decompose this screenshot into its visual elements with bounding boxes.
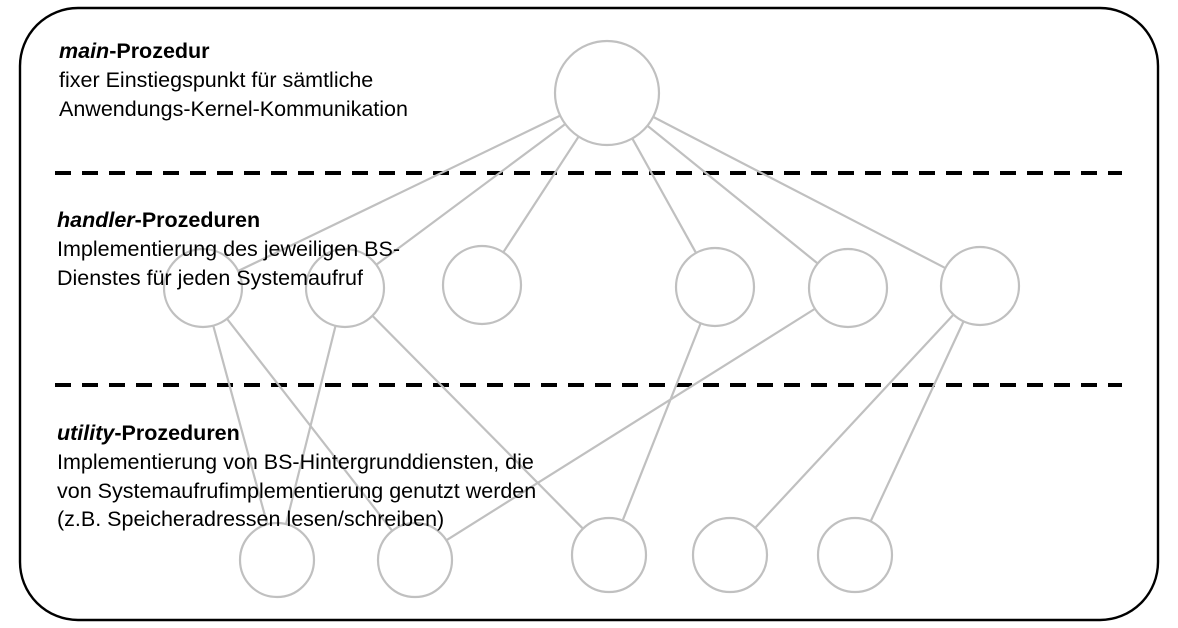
- section-title-rest-handler: -Prozeduren: [134, 208, 261, 232]
- edge-layer: [212, 114, 965, 542]
- node-utility-3[interactable]: [570, 516, 648, 594]
- node-utility-2[interactable]: [376, 521, 454, 599]
- section-body-utility: Implementierung von BS-Hintergrunddienst…: [57, 448, 536, 534]
- section-body-line: Dienstes für jeden Systemaufruf: [57, 265, 363, 290]
- node-layer: [162, 39, 1021, 599]
- node-main-1[interactable]: [553, 39, 661, 147]
- edge-handler-5-to-utility-2: [445, 307, 816, 542]
- section-title-main: main-Prozedur: [59, 38, 408, 66]
- edge-main-1-to-handler-1: [237, 114, 561, 273]
- edge-handler-6-to-utility-5: [869, 320, 965, 522]
- edge-handler-4-to-utility-3: [621, 322, 702, 521]
- section-title-rest-main: -Prozedur: [109, 39, 210, 63]
- section-body-line: (z.B. Speicheradressen lesen/schreiben): [57, 507, 445, 532]
- node-handler-3[interactable]: [441, 244, 523, 326]
- edge-handler-2-to-utility-1: [284, 325, 337, 525]
- section-label-utility: utility-Prozeduren Implementierung von B…: [57, 420, 536, 534]
- section-title-rest-utility: -Prozeduren: [114, 421, 240, 445]
- edge-main-1-to-handler-2: [375, 123, 566, 266]
- section-body-handler: Implementierung des jeweiligen BS- Diens…: [57, 235, 400, 292]
- section-label-main: main-Prozedur fixer Einstiegspunkt für s…: [59, 38, 408, 123]
- edge-handler-1-to-utility-2: [226, 318, 394, 532]
- section-body-line: Implementierung von BS-Hintergrunddienst…: [57, 449, 534, 474]
- node-utility-5[interactable]: [816, 516, 894, 594]
- node-handler-5[interactable]: [807, 247, 889, 329]
- section-body-line: fixer Einstiegspunkt für sämtliche: [59, 67, 374, 92]
- edge-handler-2-to-utility-3: [371, 314, 584, 530]
- edge-main-1-to-handler-6: [652, 115, 946, 270]
- section-title-utility: utility-Prozeduren: [57, 420, 536, 448]
- section-body-main: fixer Einstiegspunkt für sämtliche Anwen…: [59, 66, 408, 123]
- edge-handler-6-to-utility-4: [754, 313, 955, 529]
- edge-main-1-to-handler-4: [631, 137, 697, 254]
- node-handler-2[interactable]: [304, 247, 386, 329]
- section-title-emphasis-handler: handler: [57, 208, 135, 232]
- section-title-handler: handler-Prozeduren: [57, 207, 400, 235]
- section-title-emphasis-utility: utility: [57, 421, 115, 445]
- section-label-handler: handler-Prozeduren Implementierung des j…: [57, 207, 400, 292]
- section-title-emphasis-main: main: [59, 39, 110, 63]
- node-utility-4[interactable]: [691, 516, 769, 594]
- node-handler-4[interactable]: [674, 246, 756, 328]
- rounded-frame: [18, 6, 1160, 622]
- section-body-line: von Systemaufrufimplementierung genutzt …: [57, 478, 537, 503]
- node-handler-1[interactable]: [162, 247, 244, 329]
- node-utility-1[interactable]: [238, 521, 316, 599]
- node-handler-6[interactable]: [939, 245, 1021, 327]
- section-body-line: Implementierung des jeweiligen BS-: [57, 236, 400, 261]
- edge-handler-1-to-utility-1: [212, 325, 269, 525]
- edge-main-1-to-handler-3: [502, 135, 580, 253]
- section-body-line: Anwendungs-Kernel-Kommunikation: [59, 96, 408, 121]
- edge-main-1-to-handler-5: [646, 124, 819, 265]
- divider-layer: [55, 171, 1122, 387]
